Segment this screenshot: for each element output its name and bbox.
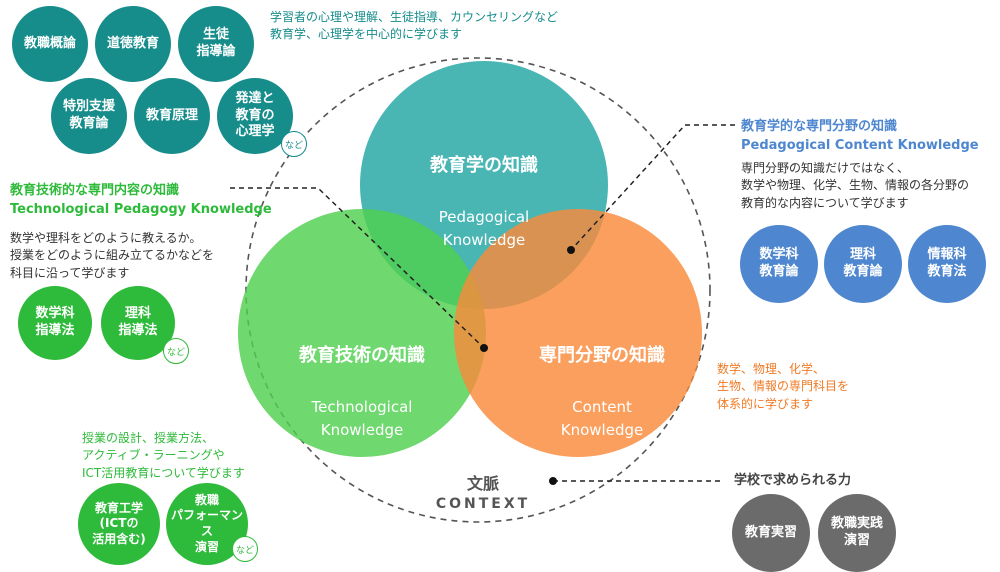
technological-label: 教育技術の知識 Technological Knowledge xyxy=(272,322,452,460)
etc-badge: など xyxy=(232,536,258,562)
content-circle xyxy=(454,209,702,457)
topic-bubble: 発達と 教育の 心理学 xyxy=(217,78,293,154)
topic-bubble: 教育原理 xyxy=(134,78,210,154)
pedagogical-subtitle: Pedagogical Knowledge xyxy=(438,208,530,249)
school-dot xyxy=(549,477,557,485)
context-label: 文脈 CONTEXT xyxy=(408,470,558,512)
technological-title: 教育技術の知識 xyxy=(299,345,425,366)
topic-bubble: 数学科 指導法 xyxy=(18,286,92,360)
content-subtitle: Content Knowledge xyxy=(560,398,644,439)
context-jp: 文脈 xyxy=(466,474,499,493)
tech-description: 授業の設計、授業方法、 アクティブ・ラーニングや ICT活用教育について学びます xyxy=(82,431,245,480)
etc-badge: など xyxy=(281,131,307,157)
topic-bubble: 情報科 教育法 xyxy=(908,225,986,303)
topic-bubble: 教育実習 xyxy=(732,494,810,572)
tpk-heading: 教育技術的な専門内容の知識 Technological Pedagogy Kno… xyxy=(10,183,272,217)
pedagogical-label: 教育学の知識 Pedagogical Knowledge xyxy=(404,132,564,270)
content-description: 数学、物理、化学、 生物、情報の専門科目を 体系的に学びます xyxy=(717,362,850,411)
pedagogical-title: 教育学の知識 xyxy=(430,155,538,176)
context-en: CONTEXT xyxy=(435,496,531,512)
tpk-description: 数学や理科をどのように教えるか。 授業をどのように組み立てるかなどを 科目に沿っ… xyxy=(10,231,215,280)
technological-circle xyxy=(238,209,486,457)
etc-badge: など xyxy=(163,338,189,364)
pck-description: 専門分野の知識だけではなく、 数学や物理、化学、生物、情報の各分野の 教育的な内… xyxy=(741,161,970,210)
topic-bubble: 理科 教育論 xyxy=(824,225,902,303)
topic-bubble: 理科 指導法 xyxy=(101,286,175,360)
tpk-dot xyxy=(480,344,488,352)
pck-heading: 教育学的な専門分野の知識 Pedagogical Content Knowled… xyxy=(741,119,979,153)
topic-bubble: 道徳教育 xyxy=(95,6,171,82)
school-heading: 学校で求められる力 xyxy=(734,473,852,488)
topic-bubble: 教職概論 xyxy=(12,6,88,82)
pedagogy-description: 学習者の心理や理解、生徒指導、カウンセリングなど 教育学、心理学を中心的に学びま… xyxy=(270,10,559,42)
content-title: 専門分野の知識 xyxy=(539,345,665,366)
topic-bubble: 教育工学 (ICTの 活用含む) xyxy=(78,483,160,565)
topic-bubble: 生徒 指導論 xyxy=(178,6,254,82)
topic-bubble: 教職実践 演習 xyxy=(818,494,896,572)
pck-connector xyxy=(570,124,735,251)
tpk-connector xyxy=(230,187,485,349)
technological-subtitle: Technological Knowledge xyxy=(311,398,413,439)
content-label: 専門分野の知識 Content Knowledge xyxy=(512,322,692,460)
topic-bubble: 特別支援 教育論 xyxy=(51,78,127,154)
pck-dot xyxy=(567,246,575,254)
topic-bubble: 数学科 教育論 xyxy=(740,225,818,303)
